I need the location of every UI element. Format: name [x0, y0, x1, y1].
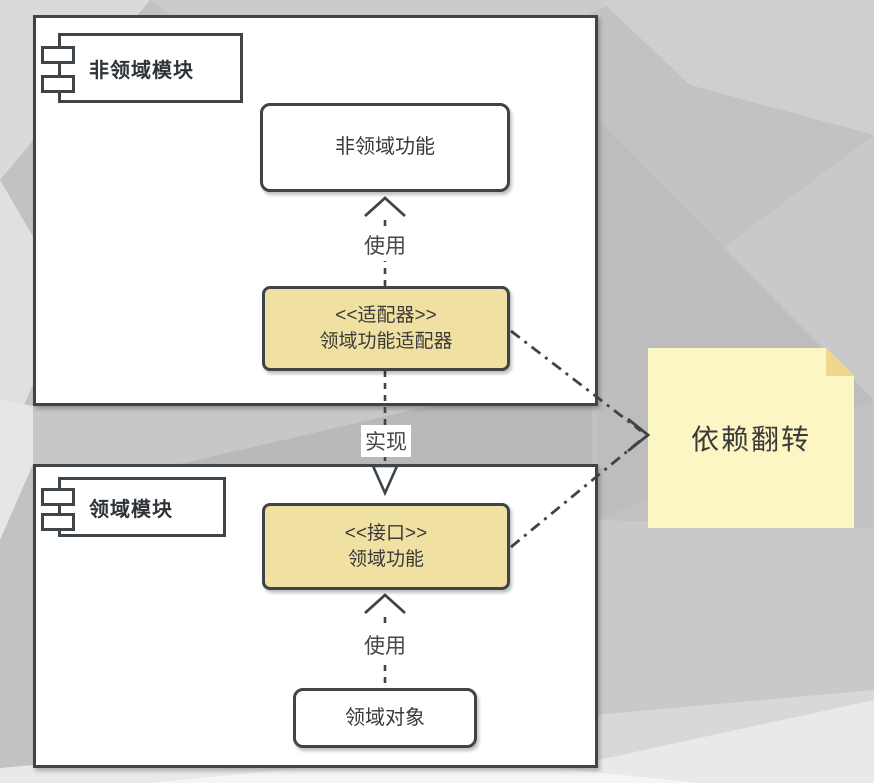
- component-icon-port: [41, 513, 75, 531]
- node-domain-object: 领域对象: [293, 688, 477, 748]
- edge-label-use-top: 使用: [360, 229, 410, 261]
- component-icon-port: [41, 46, 75, 64]
- edge-label-realize: 实现: [361, 425, 411, 457]
- node-label: 领域对象: [345, 706, 425, 729]
- component-icon-port: [41, 488, 75, 506]
- component-icon-port: [41, 75, 75, 93]
- edge-label-use-bottom: 使用: [360, 629, 410, 661]
- background-facet: [598, 520, 874, 760]
- component-badge-label: 非领域模块: [89, 59, 194, 82]
- node-adapter: <<适配器>> 领域功能适配器: [262, 286, 510, 371]
- component-badge-non-domain-module: 非领域模块: [58, 33, 243, 103]
- note-open-arrow-icon: [627, 417, 651, 453]
- node-label: 非领域功能: [335, 136, 435, 158]
- component-badge-label: 领域模块: [89, 498, 173, 521]
- node-stereotype: <<适配器>>: [335, 304, 437, 326]
- node-non-domain-function: 非领域功能: [260, 103, 510, 192]
- node-stereotype: <<接口>>: [344, 522, 428, 544]
- node-domain-interface: <<接口>> 领域功能: [262, 503, 510, 590]
- node-label: 领域功能适配器: [319, 330, 453, 352]
- component-badge-domain-module: 领域模块: [58, 477, 226, 537]
- node-label: 领域功能: [347, 548, 424, 570]
- background-facet: [0, 400, 33, 540]
- note-dependency-inversion: 依赖翻转: [690, 424, 811, 455]
- background-facet: [600, 0, 874, 135]
